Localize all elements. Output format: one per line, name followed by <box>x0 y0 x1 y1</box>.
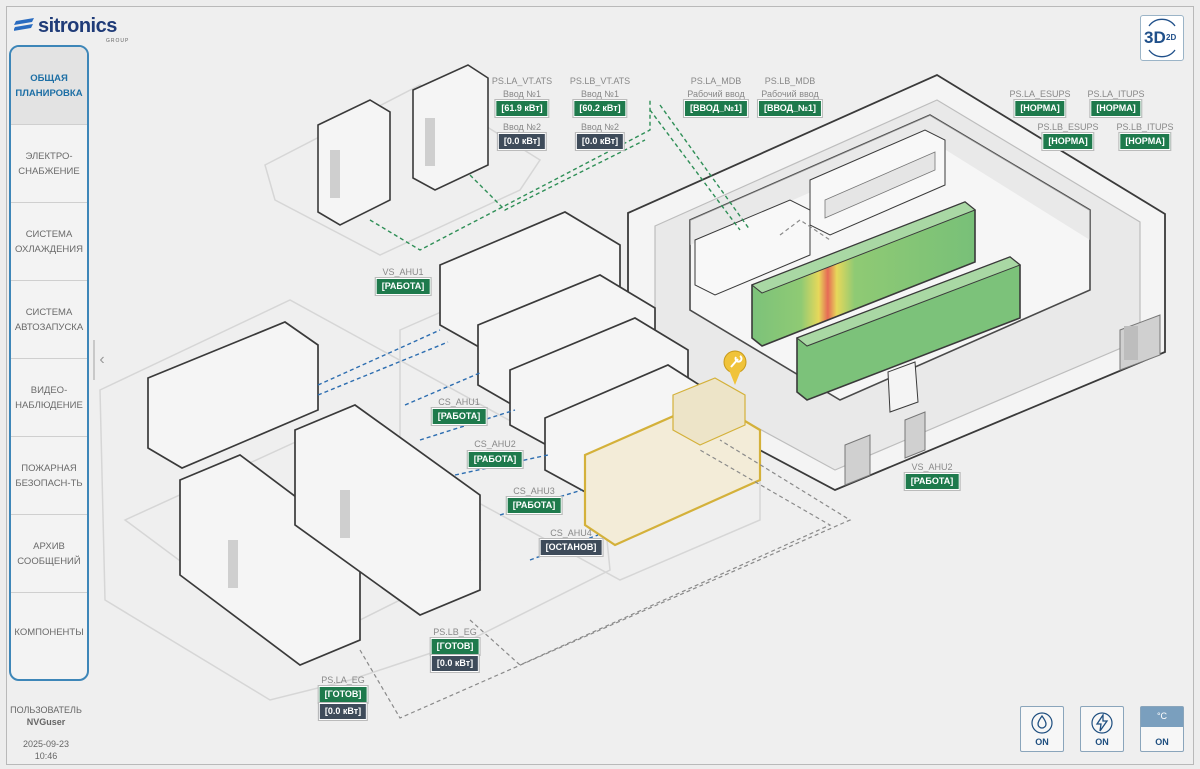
nav-item-video-surveillance[interactable]: ВИДЕО- НАБЛЮДЕНИЕ <box>11 359 87 437</box>
esups-lb-name: PS.LB_ESUPS <box>1037 122 1099 132</box>
nav-item-general-layout[interactable]: ОБЩАЯ ПЛАНИРОВКА <box>11 47 87 125</box>
water-drop-icon <box>1031 712 1053 734</box>
power-status-label: ON <box>1095 737 1109 747</box>
current-time: 10:46 <box>34 751 58 761</box>
cs-ahu4-value[interactable]: [ОСТАНОВ] <box>539 539 603 556</box>
lb-eg-power[interactable]: [0.0 кВт] <box>430 655 480 672</box>
temperature-icon: °C <box>1141 707 1183 727</box>
vt-ats-la-in1-value[interactable]: [61.9 кВт] <box>495 100 549 117</box>
vt-ats-lb-name: PS.LB_VT.ATS <box>569 76 631 86</box>
logo-mark-icon <box>14 18 34 31</box>
user-info: ПОЛЬЗОВАТЕЛЬ NVGuser <box>6 704 86 728</box>
mdb-lb-name: PS.LB_MDB <box>764 76 816 86</box>
vt-ats-la-in1-label: Ввод №1 <box>503 89 541 99</box>
itups-la-value[interactable]: [НОРМА] <box>1090 100 1142 117</box>
ahu-block <box>439 211 762 547</box>
vt-ats-la-in2-label: Ввод №2 <box>503 122 541 132</box>
temperature-status-label: ON <box>1155 737 1169 747</box>
mdb-lb-value[interactable]: [ВВОД_№1] <box>757 100 823 117</box>
nav-item-message-archive[interactable]: АРХИВ СООБЩЕНИЙ <box>11 515 87 593</box>
cs-ahu3-value[interactable]: [РАБОТА] <box>506 497 562 514</box>
logo-group: GROUP <box>106 38 130 44</box>
data-hall-building <box>627 73 1166 491</box>
wrench-marker-icon[interactable] <box>723 328 747 385</box>
generator-cables-grey <box>359 219 852 719</box>
vs-ahu2-value[interactable]: [РАБОТА] <box>904 473 960 490</box>
vs-ahu2-name: VS_AHU2 <box>911 462 953 472</box>
cs-ahu2-value[interactable]: [РАБОТА] <box>467 451 523 468</box>
vt-ats-la-in2-value[interactable]: [0.0 кВт] <box>497 133 547 150</box>
water-status-label: ON <box>1035 737 1049 747</box>
mdb-la-sub: Рабочий ввод <box>687 89 745 99</box>
cs-ahu3-name: CS_AHU3 <box>513 486 555 496</box>
nav-item-autostart[interactable]: СИСТЕМА АВТОЗАПУСКА <box>11 281 87 359</box>
cs-ahu4-name: CS_AHU4 <box>550 528 592 538</box>
vt-ats-lb-in2-value[interactable]: [0.0 кВт] <box>575 133 625 150</box>
cs-ahu1-value[interactable]: [РАБОТА] <box>431 408 487 425</box>
cs-ahu2-name: CS_AHU2 <box>474 439 516 449</box>
lb-eg-name: PS.LB_EG <box>433 627 477 637</box>
nav-item-components[interactable]: КОМПОНЕНТЫ <box>14 626 84 638</box>
nav-item-fire-safety[interactable]: ПОЖАРНАЯ БЕЗОПАСН-ТЬ <box>11 437 87 515</box>
esups-lb-value[interactable]: [НОРМА] <box>1042 133 1094 150</box>
cs-ahu1-name: CS_AHU1 <box>438 397 480 407</box>
itups-la-name: PS.LA_ITUPS <box>1087 89 1145 99</box>
vs-ahu1-value[interactable]: [РАБОТА] <box>375 278 431 295</box>
collapse-sidebar-chevron-icon[interactable]: ‹ <box>93 340 109 380</box>
date-time: 2025-09-23 10:46 <box>6 738 86 762</box>
vs-ahu1-name: VS_AHU1 <box>382 267 424 277</box>
vt-ats-la-name: PS.LA_VT.ATS <box>491 76 553 86</box>
view-mode-toggle-button[interactable]: 3D 2D <box>1140 15 1184 61</box>
itups-lb-name: PS.LB_ITUPS <box>1116 122 1174 132</box>
user-name: NVGuser <box>26 717 66 727</box>
mdb-la-name: PS.LA_MDB <box>690 76 742 86</box>
view-mode-3d: 3D <box>1144 28 1166 47</box>
view-mode-2d: 2D <box>1166 33 1177 42</box>
main-nav-sidebar: ОБЩАЯ ПЛАНИРОВКА ЭЛЕКТРО- СНАБЖЕНИЕ СИСТ… <box>9 45 89 681</box>
esups-la-name: PS.LA_ESUPS <box>1009 89 1071 99</box>
mdb-lb-sub: Рабочий ввод <box>761 89 819 99</box>
water-status-button[interactable]: ON <box>1020 706 1064 752</box>
mdb-la-value[interactable]: [ВВОД_№1] <box>683 100 749 117</box>
power-cables-green <box>369 100 751 251</box>
sitronics-logo: sitronics GROUP <box>14 12 128 44</box>
temperature-unit: °C <box>1156 711 1168 721</box>
generators <box>147 321 481 666</box>
current-date: 2025-09-23 <box>22 739 70 749</box>
power-status-button[interactable]: ON <box>1080 706 1124 752</box>
nav-item-power-supply[interactable]: ЭЛЕКТРО- СНАБЖЕНИЕ <box>11 125 87 203</box>
nav-item-cooling[interactable]: СИСТЕМА ОХЛАЖДЕНИЯ <box>11 203 87 281</box>
lightning-icon <box>1091 712 1113 734</box>
lb-eg-status[interactable]: [ГОТОВ] <box>430 638 480 655</box>
cooling-units <box>317 64 489 226</box>
itups-lb-value[interactable]: [НОРМА] <box>1119 133 1171 150</box>
vt-ats-lb-in2-label: Ввод №2 <box>581 122 619 132</box>
la-eg-power[interactable]: [0.0 кВт] <box>318 703 368 720</box>
vt-ats-lb-in1-label: Ввод №1 <box>581 89 619 99</box>
la-eg-name: PS.LA_EG <box>321 675 365 685</box>
la-eg-status[interactable]: [ГОТОВ] <box>318 686 368 703</box>
user-label: ПОЛЬЗОВАТЕЛЬ <box>10 705 82 715</box>
esups-la-value[interactable]: [НОРМА] <box>1014 100 1066 117</box>
logo-text: sitronics <box>38 15 117 37</box>
vt-ats-lb-in1-value[interactable]: [60.2 кВт] <box>573 100 627 117</box>
temperature-status-button[interactable]: °C ON <box>1140 706 1184 752</box>
rotate-arrows-icon <box>1148 18 1176 58</box>
